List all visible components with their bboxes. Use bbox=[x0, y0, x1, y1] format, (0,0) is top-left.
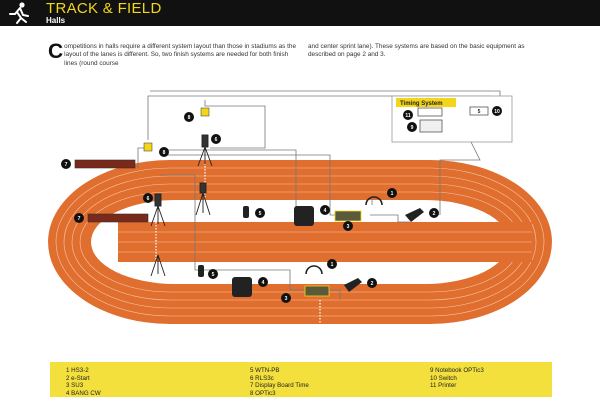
equipment-legend: 1 HS3-2 2 e-Start 3 SU3 4 BANG CW 5 WTN-… bbox=[50, 362, 552, 397]
legend-item: 11 Printer bbox=[430, 382, 457, 390]
legend-item: 6 RLS3c bbox=[250, 374, 274, 382]
svg-text:7: 7 bbox=[78, 216, 81, 222]
svg-text:5: 5 bbox=[212, 272, 215, 278]
legend-column-1: 1 HS3-2 2 e-Start 3 SU3 4 BANG CW bbox=[66, 367, 101, 397]
svg-text:1: 1 bbox=[331, 262, 334, 268]
svg-text:6: 6 bbox=[215, 137, 218, 143]
bang-cw-speaker bbox=[232, 277, 252, 297]
svg-text:5: 5 bbox=[259, 211, 262, 217]
sprint-lane-lines bbox=[118, 231, 532, 253]
e-start-pistols bbox=[344, 208, 424, 292]
timing-system-label: Timing System bbox=[400, 101, 443, 107]
notebook-icon bbox=[419, 119, 443, 133]
switch-label: 5 bbox=[478, 109, 481, 115]
legend-item: 3 SU3 bbox=[66, 382, 84, 390]
legend-column-3: 9 Notebook OPTic3 10 Switch 11 Printer bbox=[430, 367, 484, 390]
svg-text:3: 3 bbox=[347, 224, 350, 230]
legend-item: 5 WTN-PB bbox=[250, 367, 280, 374]
su3-unit bbox=[304, 285, 330, 297]
svg-text:11: 11 bbox=[405, 113, 411, 119]
hs3-2-headsets bbox=[305, 196, 383, 275]
intro-right-column: and center sprint lane). These systems a… bbox=[308, 43, 525, 59]
rls3c-tripods bbox=[150, 134, 213, 277]
display-board-time bbox=[87, 213, 149, 223]
svg-text:8: 8 bbox=[188, 115, 191, 121]
optic3-camera bbox=[143, 142, 153, 152]
printer-icon bbox=[417, 107, 443, 117]
legend-item: 8 OPTic3 bbox=[250, 389, 276, 397]
number-markers: 8 6 8 7 7 6 5 4 3 1 2 5 4 3 1 2 11 9 10 bbox=[61, 106, 502, 303]
svg-text:4: 4 bbox=[324, 208, 327, 214]
legend-item: 4 BANG CW bbox=[66, 389, 101, 397]
legend-item: 9 Notebook OPTic3 bbox=[430, 367, 484, 374]
drop-cap: C bbox=[48, 40, 64, 63]
svg-text:4: 4 bbox=[262, 280, 265, 286]
legend-column-2: 5 WTN-PB 6 RLS3c 7 Display Board Time 8 … bbox=[250, 367, 309, 397]
svg-text:9: 9 bbox=[411, 125, 414, 131]
svg-text:6: 6 bbox=[147, 196, 150, 202]
legend-item: 10 Switch bbox=[430, 374, 457, 382]
page-title: TRACK & FIELD bbox=[46, 0, 162, 17]
legend-item: 2 e-Start bbox=[66, 374, 90, 382]
wtn-pb-device bbox=[198, 265, 204, 277]
page-subtitle: Halls bbox=[46, 16, 66, 25]
svg-text:2: 2 bbox=[433, 211, 436, 217]
svg-text:3: 3 bbox=[285, 296, 288, 302]
svg-text:2: 2 bbox=[371, 281, 374, 287]
intro-left-text: ompetitions in halls require a different… bbox=[64, 43, 297, 67]
header-bar: TRACK & FIELD Halls bbox=[0, 0, 600, 26]
display-board-time bbox=[74, 159, 136, 169]
svg-text:7: 7 bbox=[65, 162, 68, 168]
running-man-icon bbox=[9, 2, 29, 24]
legend-item: 1 HS3-2 bbox=[66, 367, 89, 374]
svg-text:1: 1 bbox=[391, 191, 394, 197]
su3-unit bbox=[334, 210, 362, 222]
svg-text:10: 10 bbox=[494, 109, 500, 115]
timing-system-label-bg bbox=[396, 98, 456, 107]
wtn-pb-device bbox=[243, 206, 249, 218]
optic3-camera bbox=[200, 107, 210, 117]
switch-icon bbox=[469, 106, 489, 116]
bang-cw-speaker bbox=[294, 206, 314, 226]
legend-item: 7 Display Board Time bbox=[250, 382, 309, 390]
svg-text:8: 8 bbox=[163, 150, 166, 156]
